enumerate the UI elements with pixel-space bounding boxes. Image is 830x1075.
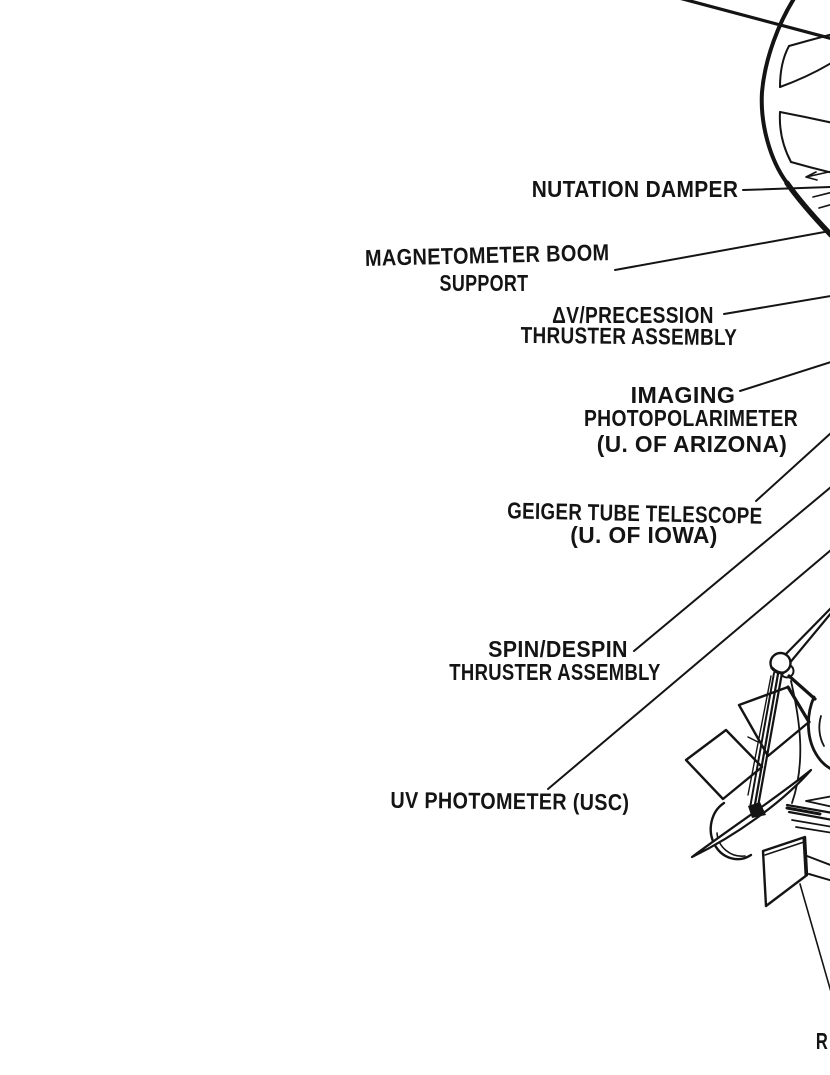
rtg-blade-inner [699,774,807,852]
rtg-strut-right [787,674,817,701]
rtg-big-arc [807,695,830,770]
label-dv-precession-line2: THRUSTER ASSEMBLY [520,321,737,350]
dish-rib-1-top [788,33,830,47]
leader-geiger [755,432,830,502]
rtg-cyl-band [785,806,822,816]
leader-imaging [739,361,830,392]
dish-feed-arrow [805,170,830,181]
rtg-fin-lower [761,835,809,908]
rtg-far-fin-wedge [805,795,830,808]
dish-rib-3a [812,191,830,198]
rtg-ball-shade [770,666,785,675]
rtg-fin-upper-edge [786,685,811,724]
rtg-truss-tick [747,736,759,743]
label-dv-precession-line1: ΔV/PRECESSION [552,302,714,329]
dish-antenna [680,0,830,238]
rtg-fin-lower-edge [802,837,808,877]
rtg-truss-line-4 [747,675,772,796]
leader-spin-despin [633,486,830,652]
rtg-big-arc-inner [818,715,825,747]
label-imaging-line3: (U. OF ARIZONA) [596,430,787,457]
antenna-boom-line [680,0,830,40]
rtg-truss-fan [790,680,802,804]
label-uv-photometer-line1: UV PHOTOMETER (USC) [390,786,630,815]
label-spin-despin-line1: SPIN/DESPIN [488,636,628,663]
dish-rib-2-top [779,111,830,124]
rtg-truss-line-3 [755,671,784,814]
label-magnetometer-line2: SUPPORT [439,269,529,296]
rtg-cyl-line-3 [791,819,830,828]
leader-rtg [799,883,830,992]
dish-rib-2-bottom [790,161,830,174]
rtg-cyl-line-2 [787,810,830,821]
rtg-fin-left [684,728,764,801]
leader-lines [547,186,830,992]
rtg-assembly [684,607,830,908]
label-nutation-damper-line1: NUTATION DAMPER [531,176,738,203]
rtg-truss-line-2 [752,672,780,812]
dish-rib-2-left [778,111,792,163]
leader-uv-photometer [547,549,830,790]
label-rtg-line1: R [815,1028,829,1055]
rtg-cyl-line-1 [785,803,830,814]
leader-magnetometer-boom [614,230,830,271]
dish-rib-1-bottom [779,62,830,88]
rtg-hub-knot [748,802,766,818]
dish-rib-3b [818,204,830,209]
label-imaging-line2: PHOTOPOLARIMETER [583,405,798,432]
label-spin-despin-line2: THRUSTER ASSEMBLY [449,658,661,685]
leader-dv-precession [723,295,830,315]
label-imaging-line1: IMAGING [630,382,736,409]
dish-rim-arc-thick [784,180,830,238]
label-magnetometer-line1: MAGNETOMETER BOOM [364,239,610,272]
rtg-cyl-line-4 [795,826,830,834]
label-geiger-line2: (U. OF IOWA) [570,522,718,549]
rtg-side-line-2 [808,873,830,882]
dish-rib-1-left [779,45,790,88]
rtg-side-line-1 [806,855,830,866]
rtg-fin-lower-double [764,841,805,856]
rtg-strut-upper [781,607,830,659]
leader-nutation-damper [742,186,830,191]
rtg-truss-line-1 [749,672,775,809]
rtg-strut-lower [786,612,830,667]
